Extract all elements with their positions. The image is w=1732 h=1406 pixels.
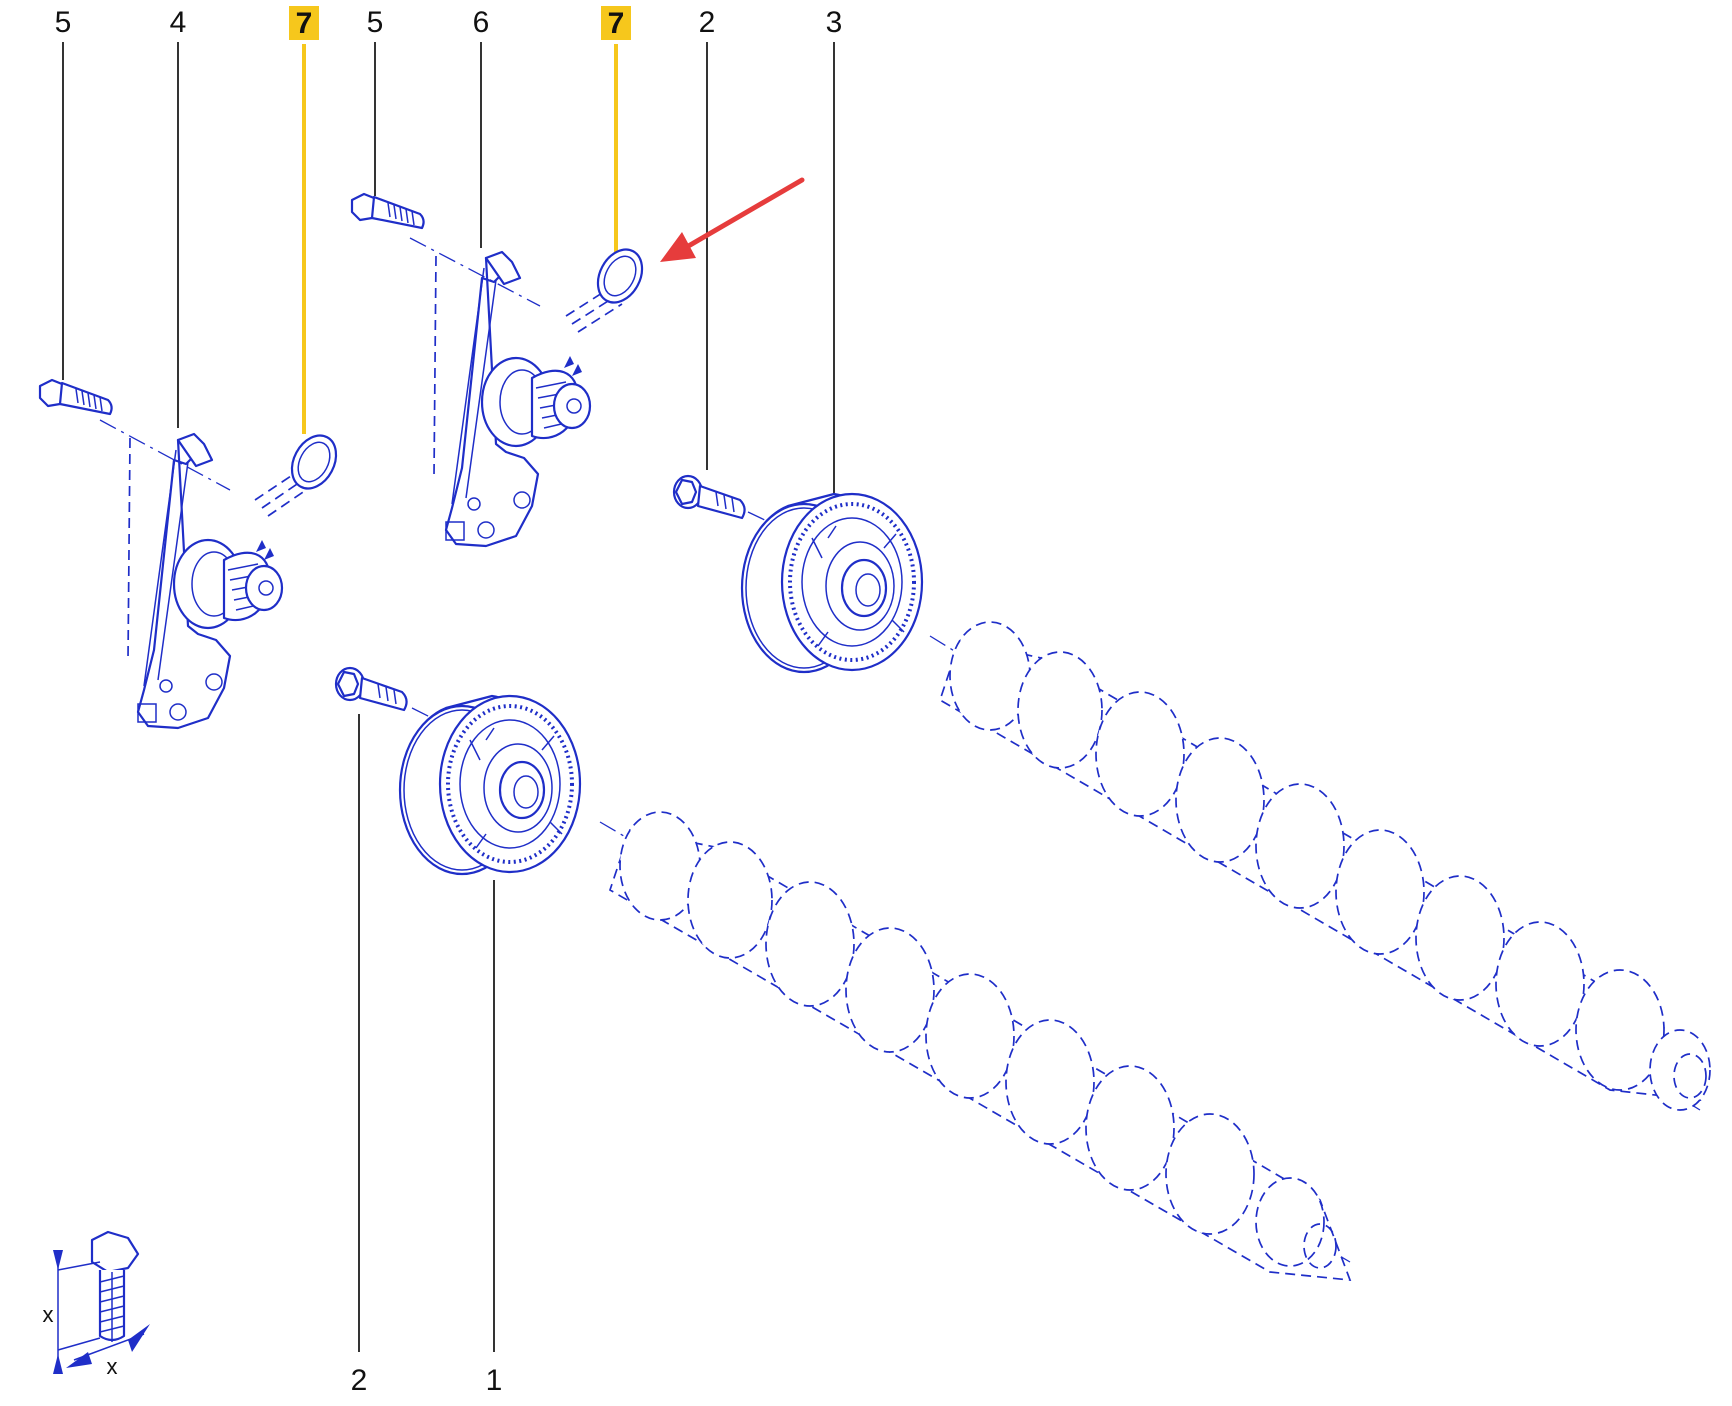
callout-highlight-box	[289, 6, 319, 40]
oring-right	[588, 240, 652, 312]
hex-bolt-icon	[90, 1230, 140, 1342]
cam-phaser-upper	[740, 492, 924, 674]
bolt-length-symbol: x x	[43, 1230, 150, 1379]
callout-label: 2	[699, 6, 716, 39]
callout-7-right: 7	[601, 6, 631, 252]
dimension-label-horizontal: x	[107, 1354, 118, 1379]
callout-label: 6	[473, 6, 490, 39]
bolt-left-solenoid	[38, 378, 113, 416]
callout-label: 2	[351, 1364, 368, 1397]
callout-2-bottom: 2	[351, 714, 368, 1397]
callout-5-right: 5	[367, 6, 384, 196]
callout-6: 6	[473, 6, 490, 248]
callout-label: 4	[170, 6, 187, 39]
callout-2-top: 2	[699, 6, 716, 470]
camshaft-lower	[599, 811, 1352, 1281]
bolt-right-solenoid	[350, 192, 425, 230]
cam-phaser-lower	[398, 694, 582, 876]
pointer-arrow	[660, 177, 805, 262]
callout-group-top: 5 4 7 5 6 7 2 3	[55, 6, 843, 494]
solenoid-valve-right	[409, 237, 623, 548]
callout-label: 7	[296, 7, 313, 40]
callout-label: 5	[367, 6, 384, 39]
solenoid-valve-left	[99, 419, 313, 730]
oring-left	[282, 426, 346, 498]
callout-5-left: 5	[55, 6, 72, 380]
callout-3: 3	[826, 6, 843, 494]
callout-highlight-box	[601, 6, 631, 40]
callout-label: 7	[608, 7, 625, 40]
callout-group-bottom: 2 1	[351, 714, 503, 1397]
callout-label: 1	[486, 1364, 503, 1397]
callout-label: 3	[826, 6, 843, 39]
callout-4: 4	[170, 6, 187, 428]
callout-label: 5	[55, 6, 72, 39]
camshaft-upper	[929, 621, 1711, 1111]
callout-1: 1	[486, 880, 503, 1397]
callout-7-left: 7	[289, 6, 319, 434]
dimension-label-vertical: x	[43, 1302, 54, 1327]
